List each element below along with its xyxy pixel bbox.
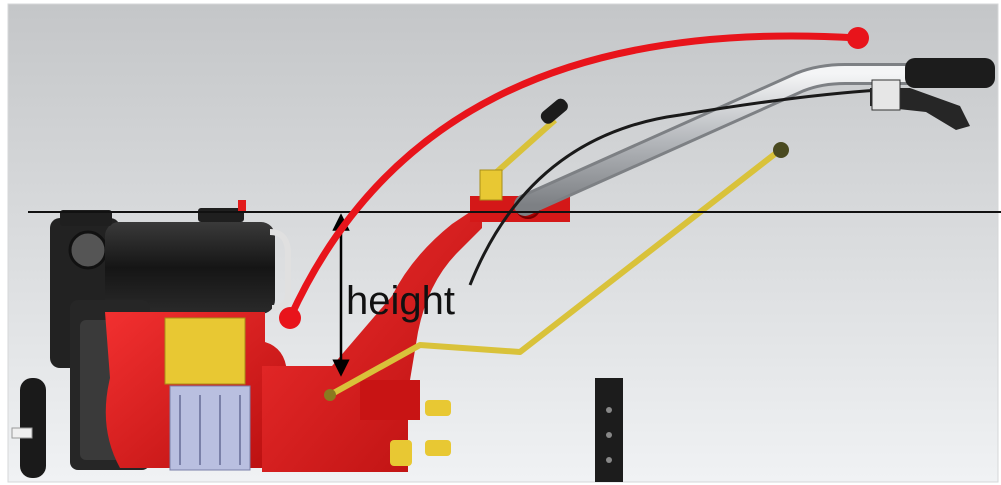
gear-lever xyxy=(479,98,568,201)
handlebar xyxy=(468,58,995,286)
height-label: height xyxy=(346,279,455,323)
arc-end-marker-icon xyxy=(847,27,869,49)
engine-housing xyxy=(105,312,287,471)
rear-tine xyxy=(595,378,623,482)
image-frame xyxy=(7,3,999,483)
arc-start-marker-icon xyxy=(279,307,301,329)
front-wheel xyxy=(11,378,46,478)
control-rod xyxy=(324,142,789,401)
swing-arc xyxy=(286,32,862,322)
